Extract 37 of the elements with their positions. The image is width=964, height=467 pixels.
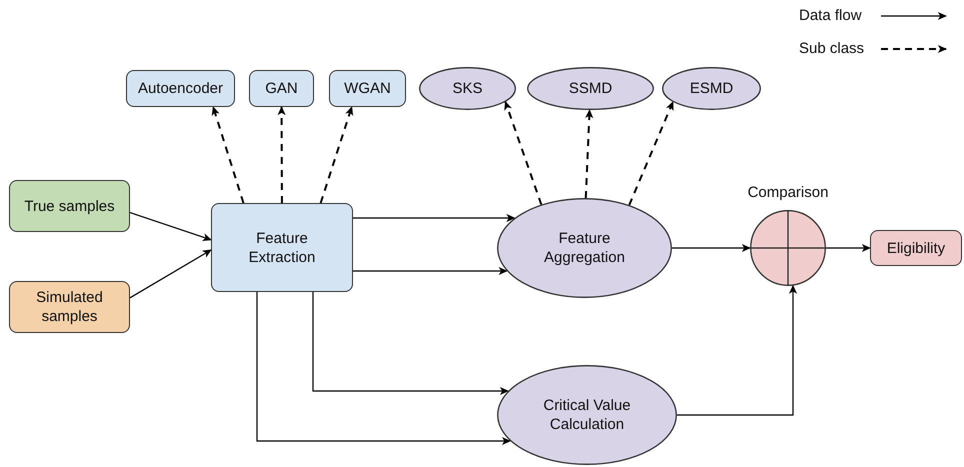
dashed-arrow [212,106,244,204]
process-box [211,203,353,292]
node-label: Eligibility [886,238,946,258]
node-label: SSMD [568,79,612,98]
dashed-arrow [628,101,674,206]
process-box [9,281,130,333]
arrow [130,249,212,298]
arrow [672,244,751,252]
dashed-arrow [278,106,286,203]
node-label: True samples [24,196,115,216]
node-label: GAN [265,79,298,98]
arrow [130,212,212,242]
node-label: Simulated samples [35,288,104,326]
dashed-arrow [504,101,542,205]
legend-label: Sub class [799,39,864,58]
dashed-arrow [320,106,354,204]
process-box [870,230,962,266]
legend-label: Data flow [799,6,862,25]
process-box [9,180,130,232]
arrow [353,214,516,222]
node-label: SKS [452,79,482,98]
node-label: Feature Aggregation [543,229,626,267]
dashed-arrow [584,109,594,198]
node-label: Autoencoder [138,79,224,98]
comparison-heading: Comparison [748,183,828,202]
arrow [677,284,798,416]
node-label: Feature Extraction [248,228,316,266]
arrow [312,292,509,396]
process-box [329,70,406,107]
node-label: ESMD [690,79,734,98]
node-label: WGAN [344,79,391,98]
arrow [826,244,871,252]
node-label: Critical Value Calculation [542,396,632,434]
arrow [256,292,512,446]
process-box [126,70,235,107]
process-box [249,70,314,107]
arrow [353,266,508,276]
